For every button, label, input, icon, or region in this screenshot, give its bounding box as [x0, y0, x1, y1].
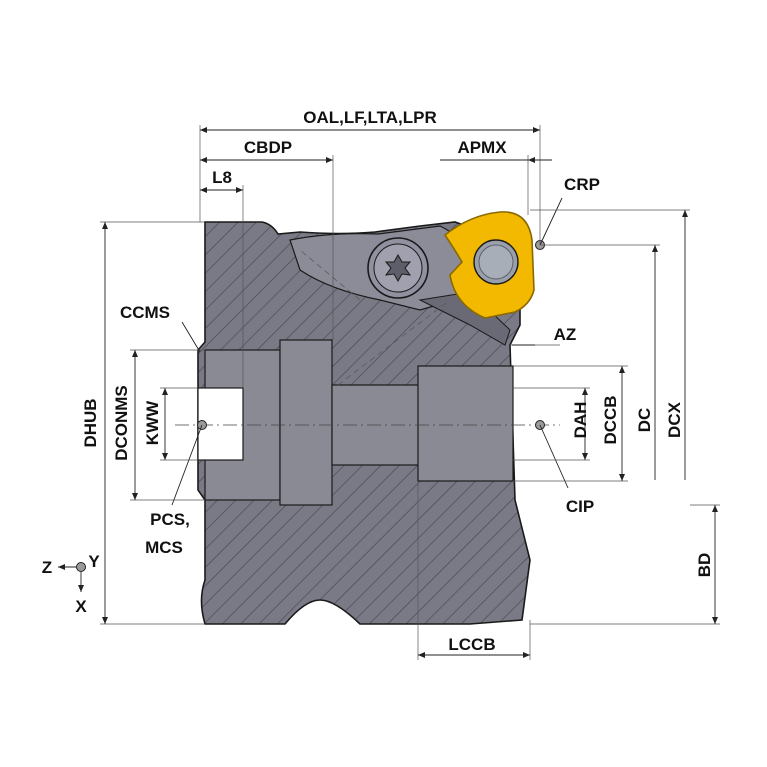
- coordinate-axes: Z Y X: [42, 552, 101, 616]
- label-az: AZ: [554, 325, 577, 344]
- label-mcs: MCS: [145, 538, 183, 557]
- y-axis-icon: [76, 562, 86, 572]
- label-dccb: DCCB: [601, 395, 620, 444]
- label-dconms: DCONMS: [112, 385, 131, 461]
- torx-icon: [384, 253, 412, 283]
- axis-x-label: X: [75, 597, 87, 616]
- axis-z-label: Z: [42, 558, 52, 577]
- dimension-lines: [102, 127, 718, 658]
- label-cbdp: CBDP: [244, 138, 292, 157]
- label-dah: DAH: [571, 402, 590, 439]
- front-recess: [417, 365, 514, 482]
- label-ccms: CCMS: [120, 303, 170, 322]
- cutter-body: [197, 221, 531, 625]
- label-bd: BD: [695, 553, 714, 578]
- pcs-point: [171, 420, 207, 506]
- label-cip: CIP: [566, 497, 594, 516]
- counterbore: [279, 339, 333, 506]
- label-dcx: DCX: [665, 401, 684, 438]
- clamp-screw: [367, 237, 429, 299]
- label-pcs: PCS,: [150, 510, 190, 529]
- label-dc: DC: [635, 408, 654, 433]
- cip-point: [535, 420, 569, 489]
- label-apmx: APMX: [457, 138, 507, 157]
- label-lccb: LCCB: [448, 635, 495, 654]
- label-l8: L8: [212, 168, 232, 187]
- crp-point: [535, 197, 563, 250]
- label-kww: KWW: [143, 400, 162, 445]
- extension-lines: [100, 125, 720, 660]
- label-crp: CRP: [564, 175, 600, 194]
- axis-y-label: Y: [88, 552, 100, 571]
- label-dhub: DHUB: [81, 398, 100, 447]
- cutting-insert: [443, 211, 535, 319]
- label-oal: OAL,LF,LTA,LPR: [303, 108, 436, 127]
